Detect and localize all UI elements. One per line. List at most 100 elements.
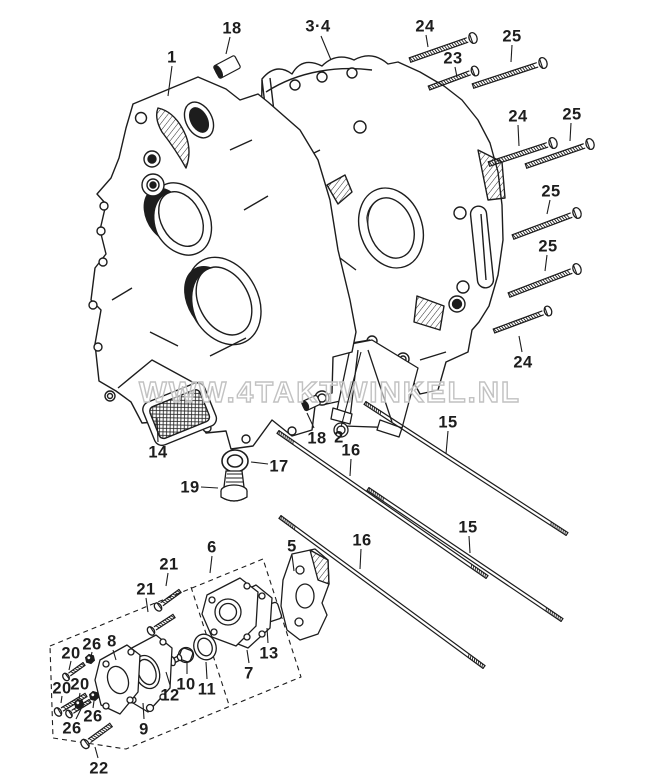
callout-label-12-32: 12 xyxy=(160,687,179,705)
pump-bolt-22 xyxy=(80,722,113,750)
case-bolt-25c xyxy=(511,207,582,240)
case-bolt-24a xyxy=(408,31,478,63)
case-bolt-25d xyxy=(507,263,582,298)
callout-label-24-6: 24 xyxy=(508,108,528,126)
pump-body xyxy=(201,577,259,647)
callout-leader-12 xyxy=(250,461,269,465)
callout-leader-2 xyxy=(320,35,332,61)
callout-label-2-15: 2 xyxy=(334,429,344,447)
callout-leader-17 xyxy=(349,458,352,477)
callout-leader-16 xyxy=(445,430,449,455)
callout-label-15-18: 15 xyxy=(458,519,477,537)
callout-label-26-30: 26 xyxy=(62,720,81,738)
callout-leader-20 xyxy=(209,555,213,574)
callout-leader-7 xyxy=(569,122,572,142)
callout-leader-1 xyxy=(225,36,231,55)
callout-label-19-13: 19 xyxy=(180,479,199,497)
callout-leader-35 xyxy=(246,649,250,664)
callout-leader-21 xyxy=(291,554,295,572)
callout-label-17-12: 17 xyxy=(269,458,288,476)
callout-label-20-27: 20 xyxy=(52,680,71,698)
callout-leader-36 xyxy=(266,627,269,644)
hardware-layer xyxy=(53,31,595,750)
pump-outer-rotor xyxy=(193,633,217,661)
callout-label-8-24: 8 xyxy=(107,633,117,651)
oil-pump-assembly xyxy=(49,548,330,750)
callout-label-26-25: 26 xyxy=(82,636,101,654)
callout-leader-6 xyxy=(517,124,520,147)
dowel-pin-18a xyxy=(213,55,241,79)
callout-label-15-16: 15 xyxy=(438,414,457,432)
callout-label-24-3: 24 xyxy=(415,18,435,36)
callout-label-25-9: 25 xyxy=(538,238,557,256)
callout-leader-32 xyxy=(165,671,171,686)
callout-label-11-34: 11 xyxy=(198,681,216,699)
callout-label-18-1: 18 xyxy=(222,20,241,38)
callout-leader-4 xyxy=(454,66,458,78)
callout-label-18-14: 18 xyxy=(307,430,326,448)
callout-label-6-20: 6 xyxy=(207,539,217,557)
nut-26a xyxy=(84,653,96,665)
callout-label-24-10: 24 xyxy=(513,354,533,372)
stud-bolt-16a xyxy=(276,430,489,579)
dowel-pin-18b xyxy=(301,394,321,412)
callout-leader-11 xyxy=(156,417,159,443)
callout-leader-14 xyxy=(306,412,315,429)
callout-label-21-23: 21 xyxy=(136,581,155,599)
case-bolt-23 xyxy=(427,65,480,91)
callout-leader-25 xyxy=(90,651,93,658)
callout-label-5-21: 5 xyxy=(287,538,297,556)
drain-plug xyxy=(220,470,248,502)
callout-leader-29 xyxy=(92,700,95,709)
pump-gasket xyxy=(94,644,141,715)
case-bolt-25b xyxy=(524,137,595,169)
left-crankcase xyxy=(88,76,357,450)
callout-leader-22 xyxy=(165,572,169,587)
callout-label-20-26: 20 xyxy=(61,645,80,663)
callout-label-3·4-2: 3·4 xyxy=(305,18,331,36)
callout-leader-9 xyxy=(544,254,548,272)
callout-leader-8 xyxy=(546,199,551,215)
pump-inner-rotor xyxy=(177,646,195,664)
case-bolt-24c xyxy=(492,305,553,334)
pump-screw-20a xyxy=(62,662,86,682)
callout-leader-30 xyxy=(75,708,82,720)
pump-bolt-21b xyxy=(146,613,176,636)
callout-leader-15 xyxy=(340,351,362,428)
callout-label-22-37: 22 xyxy=(89,760,108,778)
callout-leader-18 xyxy=(468,535,471,554)
case-bolt-24b xyxy=(487,136,558,167)
callout-label-16-17: 16 xyxy=(341,442,360,460)
callout-label-13-36: 13 xyxy=(259,645,278,663)
pump-bolt-21a xyxy=(153,588,182,612)
callout-leader-37 xyxy=(94,746,99,759)
callout-label-14-11: 14 xyxy=(148,444,168,462)
dashed-group-box xyxy=(49,558,302,750)
callout-leader-31 xyxy=(142,702,145,720)
nut-26c xyxy=(73,698,85,710)
callout-label-1-0: 1 xyxy=(167,49,177,67)
callout-leader-27 xyxy=(60,695,63,704)
dashed-box-6-divider xyxy=(190,586,230,706)
case-bolt-25a xyxy=(471,56,548,89)
callout-label-25-8: 25 xyxy=(541,183,560,201)
callout-label-25-7: 25 xyxy=(562,106,581,124)
callout-leader-28 xyxy=(78,692,81,700)
callout-leader-3 xyxy=(425,34,429,48)
callout-label-25-5: 25 xyxy=(502,28,521,46)
nut-26b xyxy=(88,690,100,702)
callout-leader-34 xyxy=(205,661,208,680)
callout-leader-10 xyxy=(518,335,523,353)
callout-label-21-22: 21 xyxy=(159,556,178,574)
callout-label-9-31: 9 xyxy=(139,721,149,739)
callout-leader-5 xyxy=(510,44,513,63)
callout-label-7-35: 7 xyxy=(244,665,254,683)
callout-leader-19 xyxy=(359,548,362,570)
engine-mount-bracket xyxy=(330,339,419,438)
callout-leader-23 xyxy=(145,597,149,613)
callout-label-20-28: 20 xyxy=(70,676,89,694)
sealing-washer xyxy=(221,449,249,473)
